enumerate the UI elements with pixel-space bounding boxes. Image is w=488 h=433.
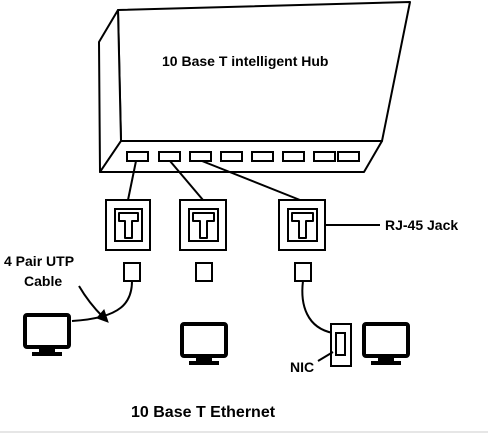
nic-card — [330, 323, 352, 367]
utp-label-arrow — [78, 285, 104, 318]
hub-ports — [126, 151, 360, 162]
arrow-head-icon — [96, 309, 109, 323]
nic-label-leader — [317, 351, 334, 362]
hub-port-4 — [220, 151, 243, 162]
hub-port-6 — [282, 151, 305, 162]
hub-port-8 — [337, 151, 360, 162]
hub-port-5 — [251, 151, 274, 162]
patch-cables — [71, 280, 334, 334]
hub-cables — [127, 160, 301, 201]
plugs — [123, 262, 312, 282]
hub-port-3 — [189, 151, 212, 162]
nic-inner — [335, 332, 346, 356]
cable-hub-to-jack-3 — [201, 160, 301, 201]
cable-hub-to-jack-1 — [127, 160, 137, 201]
rj45-jack-3 — [278, 199, 326, 251]
hub-port-7 — [313, 151, 336, 162]
utp-cable-label-line2: Cable — [24, 273, 62, 289]
monitor-icon — [362, 322, 410, 358]
t-symbol-icon — [192, 212, 215, 239]
rj45-jack-2 — [179, 199, 227, 251]
cable-hub-to-jack-2 — [169, 160, 204, 201]
hub-port-1 — [126, 151, 149, 162]
cable-plug-3-to-nic — [301, 280, 334, 334]
cable-plug-1-to-pc-1 — [71, 280, 133, 322]
t-symbol-icon — [291, 212, 314, 239]
bottom-divider — [0, 431, 488, 433]
computer-2 — [180, 322, 228, 365]
rj45-jack-label: RJ-45 Jack — [385, 217, 458, 233]
hub-port-2 — [158, 151, 181, 162]
t-symbol-icon — [118, 212, 139, 239]
plug-1 — [123, 262, 141, 282]
nic-label: NIC — [290, 359, 314, 375]
hub-top-face — [117, 1, 411, 142]
computer-1 — [23, 313, 71, 356]
monitor-icon — [23, 313, 71, 349]
plug-3 — [294, 262, 312, 282]
rj45-jack-1 — [105, 199, 151, 251]
hub — [98, 1, 411, 173]
diagram-caption: 10 Base T Ethernet — [131, 404, 276, 421]
hub-title: 10 Base T intelligent Hub — [162, 53, 328, 69]
monitor-icon — [180, 322, 228, 358]
computer-3 — [362, 322, 410, 365]
plug-2 — [195, 262, 213, 282]
utp-cable-label-line1: 4 Pair UTP — [4, 253, 74, 269]
